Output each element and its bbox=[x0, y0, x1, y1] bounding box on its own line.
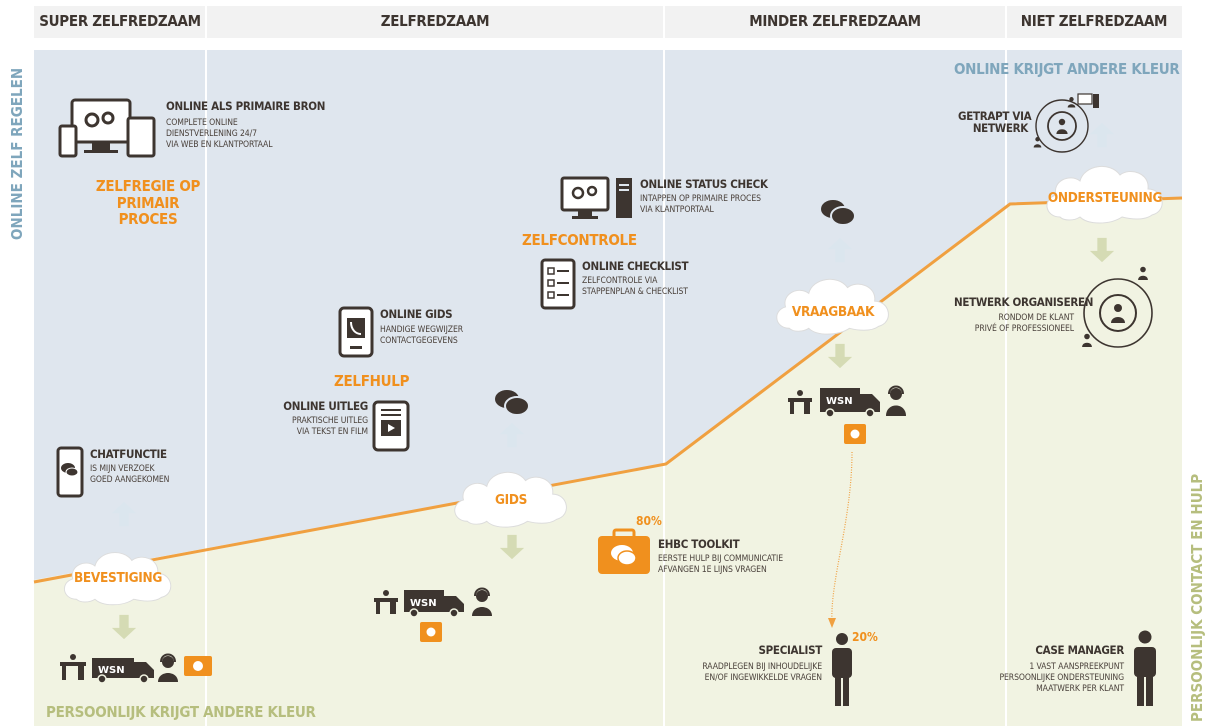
tablet-chat-icon bbox=[56, 446, 84, 498]
personal-color-note: PERSOONLIJK KRIJGT ANDERE KLEUR bbox=[46, 703, 316, 721]
item-ehbc-title: EHBC TOOLKIT bbox=[658, 537, 740, 551]
item-getrapt-title: GETRAPT VIA NETWERK bbox=[958, 109, 1032, 136]
item-checklist-desc: ZELFCONTROLE VIA STAPPENPLAN & CHECKLIST bbox=[582, 276, 688, 298]
phonebook-icon bbox=[338, 306, 374, 358]
devices-icon bbox=[58, 98, 156, 158]
item-netwerk-desc: RONDOM DE KLANT PRIVÉ OF PROFESSIONEEL bbox=[974, 313, 1074, 335]
chat-bubbles-icon bbox=[821, 200, 856, 226]
item-specialist-desc: RAADPLEGEN BIJ INHOUDELIJKE EN/OF INGEWI… bbox=[702, 662, 822, 684]
item-uitleg-desc: PRAKTISCHE UITLEG VIA TEKST EN FILM bbox=[292, 416, 368, 438]
category-zelfhulp: ZELFHULP bbox=[334, 372, 410, 390]
category-zelfcontrole: ZELFCONTROLE bbox=[522, 231, 637, 249]
item-chat-desc: IS MIJN VERZOEK GOED AANGEKOMEN bbox=[90, 464, 170, 486]
svg-text:WSN: WSN bbox=[410, 598, 437, 609]
item-netwerk-title: NETWERK ORGANISEREN bbox=[954, 295, 1094, 309]
person-casemanager-icon bbox=[1134, 630, 1156, 706]
checklist-icon bbox=[540, 258, 576, 310]
column-header-niet: NIET ZELFREDZAAM bbox=[1020, 12, 1168, 30]
item-status-check-desc: INTAPPEN OP PRIMAIRE PROCES VIA KLANTPOR… bbox=[640, 194, 761, 216]
category-zelfregie: ZELFREGIE OP PRIMAIR PROCES bbox=[95, 177, 201, 228]
service-group-icon: WSN bbox=[60, 653, 212, 684]
service-group-icon: WSN bbox=[788, 385, 906, 444]
item-gids-desc: HANDIGE WEGWIJZER CONTACTGEGEVENS bbox=[380, 325, 464, 347]
column-header-super: SUPER ZELFREDZAAM bbox=[39, 12, 201, 30]
specialist-percentage: 20% bbox=[852, 630, 878, 644]
column-header-zelfredzaam: ZELFREDZAAM bbox=[380, 12, 490, 30]
axis-label-online: ONLINE ZELF REGELEN bbox=[8, 67, 26, 240]
item-online-primaire-title: ONLINE ALS PRIMAIRE BRON bbox=[166, 99, 326, 113]
person-specialist-icon bbox=[832, 633, 852, 706]
toolkit-icon bbox=[598, 528, 650, 574]
item-ehbc-desc: EERSTE HULP BIJ COMMUNICATIE AFVANGEN 1E… bbox=[658, 554, 783, 576]
video-doc-icon bbox=[372, 400, 410, 452]
item-casemanager-desc: 1 VAST AANSPREEKPUNT PERSOONLIJKE ONDERS… bbox=[999, 662, 1124, 695]
item-chat-title: CHATFUNCTIE bbox=[90, 447, 167, 461]
item-status-check-title: ONLINE STATUS CHECK bbox=[640, 177, 768, 191]
item-checklist-title: ONLINE CHECKLIST bbox=[582, 259, 689, 273]
ehbc-percentage: 80% bbox=[636, 514, 662, 528]
svg-text:WSN: WSN bbox=[98, 665, 125, 676]
axis-label-personal: PERSOONLIJK CONTACT EN HULP bbox=[1188, 473, 1206, 722]
item-uitleg-title: ONLINE UITLEG bbox=[283, 399, 368, 413]
item-specialist-title: SPECIALIST bbox=[758, 643, 823, 657]
online-color-note: ONLINE KRIJGT ANDERE KLEUR bbox=[954, 60, 1180, 78]
svg-text:WSN: WSN bbox=[826, 396, 853, 407]
item-online-primaire-desc: COMPLETE ONLINE DIENSTVERLENING 24/7 VIA… bbox=[166, 118, 273, 151]
column-header-minder: MINDER ZELFREDZAAM bbox=[749, 12, 921, 30]
computer-icon bbox=[560, 176, 632, 219]
service-group-icon: WSN bbox=[374, 587, 492, 642]
chat-bubbles-icon bbox=[495, 390, 530, 416]
item-casemanager-title: CASE MANAGER bbox=[1035, 643, 1124, 657]
item-gids-title: ONLINE GIDS bbox=[380, 307, 453, 321]
